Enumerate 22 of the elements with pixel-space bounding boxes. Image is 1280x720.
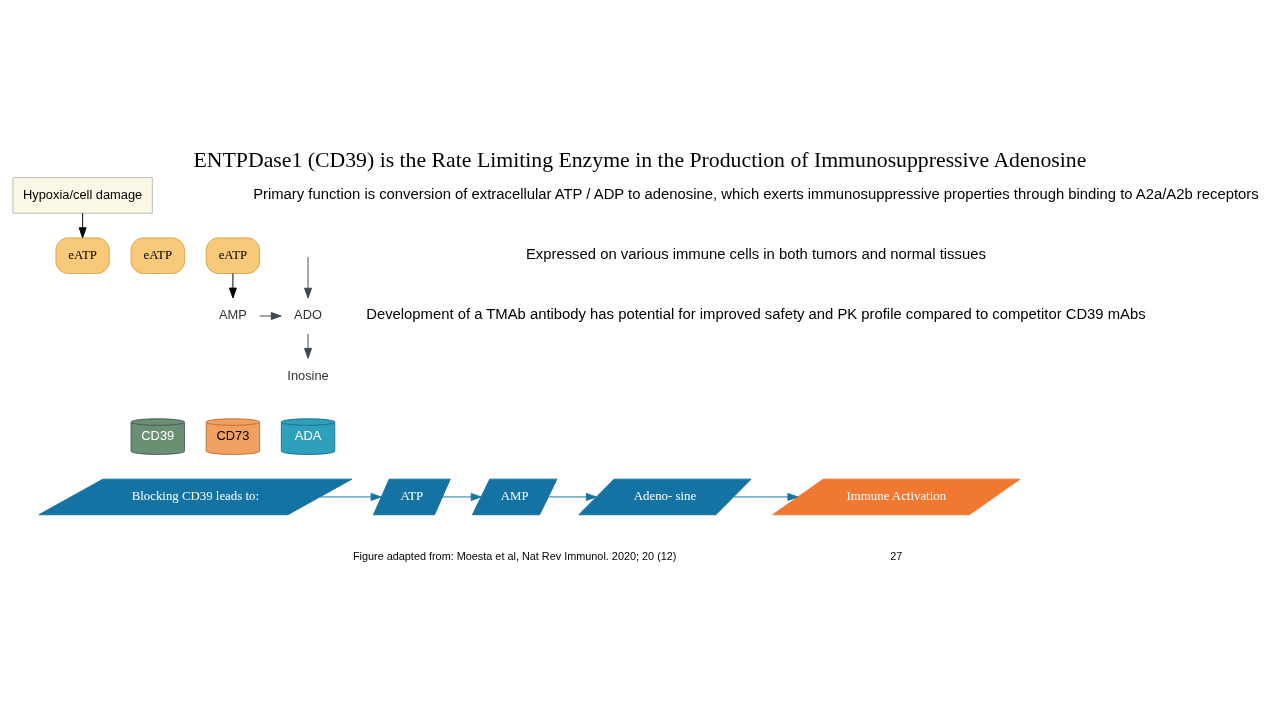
arrow xyxy=(547,492,597,501)
node-box: eATP xyxy=(130,236,185,274)
label: Figure adapted from: Moesta et al, Nat Rev Immunol. 2020; 20 (12) xyxy=(352,549,677,562)
label: Development of a TMAb antibody has potential for improved safety and PK profile compared to competitor CD39 mAbs xyxy=(366,305,1146,322)
arrow xyxy=(259,311,282,320)
arrow xyxy=(78,212,87,238)
node-box: Hypoxia/cell damage xyxy=(12,176,153,214)
label: 27 xyxy=(890,549,903,562)
arrow xyxy=(441,492,482,501)
arrow xyxy=(319,492,382,501)
label: Primary function is conversion of extracellular ATP / ADP to adenosine, which exerts immunosuppressive properties through binding to A2a/A2b receptors xyxy=(253,185,1259,202)
node-box: eATP xyxy=(205,236,261,274)
label: Expressed on various immune cells in both tumors and normal tissues xyxy=(525,245,986,262)
node-text: ADO xyxy=(294,306,322,322)
node-box: eATP xyxy=(55,236,110,274)
node-text: AMP xyxy=(218,306,247,322)
arrow xyxy=(304,332,312,359)
diagram-title: ENTPDase1 (CD39) is the Rate Limiting Enzyme in the Production of Immunosuppressive Adenosine xyxy=(193,147,1087,172)
arrow xyxy=(228,272,237,298)
arrow xyxy=(304,255,312,299)
arrow xyxy=(733,492,799,501)
node-text: Inosine xyxy=(287,367,329,383)
